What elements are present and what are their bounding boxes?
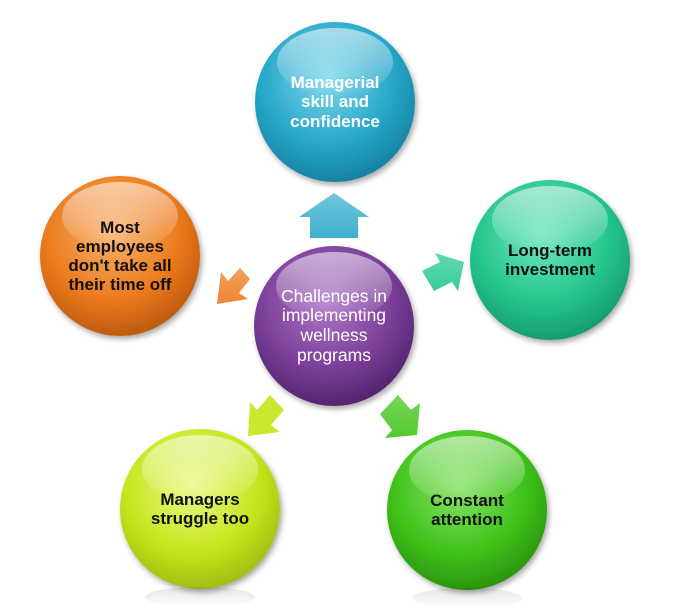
reflection-constant — [412, 588, 522, 608]
node-managerial — [255, 22, 415, 182]
node-managers-struggle — [120, 429, 280, 589]
node-constant — [387, 430, 547, 590]
arrow-to-long-term — [422, 253, 464, 291]
node-time-off — [40, 176, 200, 336]
node-center — [254, 246, 414, 406]
arrow-to-managerial — [299, 193, 369, 238]
reflection-managers-struggle — [145, 587, 255, 607]
node-long-term — [470, 180, 630, 340]
arrow-to-constant — [380, 395, 420, 438]
arrow-to-time-off — [217, 268, 250, 304]
arrow-to-managers-struggle — [248, 395, 284, 436]
